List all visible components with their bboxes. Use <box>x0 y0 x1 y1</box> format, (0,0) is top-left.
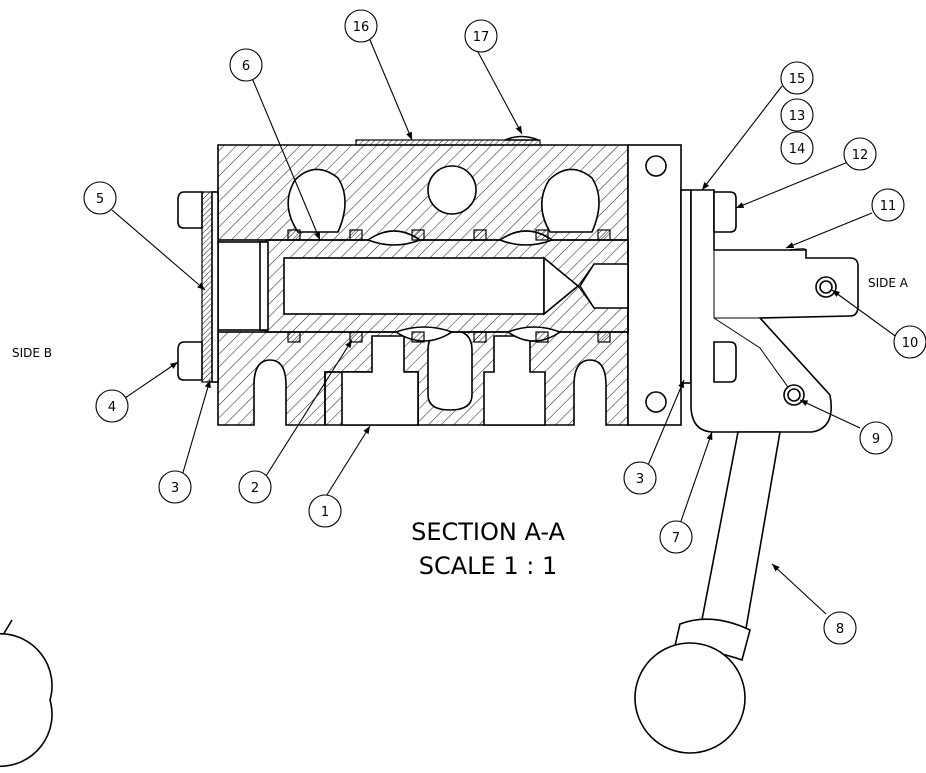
svg-text:12: 12 <box>852 148 869 163</box>
balloon-3-right: 3 <box>623 461 657 495</box>
o-rings <box>287 229 611 343</box>
balloon-4: 4 <box>95 389 129 423</box>
balloon-7: 7 <box>659 520 693 554</box>
balloon-8: 8 <box>823 611 857 645</box>
top-plate <box>355 139 541 146</box>
svg-text:8: 8 <box>836 622 844 637</box>
svg-text:5: 5 <box>96 192 104 207</box>
svg-text:4: 4 <box>108 400 116 415</box>
svg-text:13: 13 <box>789 109 806 124</box>
plate-hole-bottom <box>645 391 667 413</box>
svg-text:14: 14 <box>789 142 806 157</box>
svg-text:1: 1 <box>321 505 329 520</box>
side-b-cap <box>177 191 219 383</box>
balloon-12: 12 <box>843 137 877 171</box>
balloon-2: 2 <box>238 470 272 504</box>
balloon-10: 10 <box>893 325 926 359</box>
spool-detents <box>366 230 562 342</box>
ghost-handle <box>0 619 53 768</box>
balloon-13: 13 <box>780 98 814 132</box>
balloon-1: 1 <box>308 494 342 528</box>
svg-text:9: 9 <box>872 432 880 447</box>
balloon-16: 16 <box>344 9 378 43</box>
side-b-label: SIDE B <box>12 346 52 360</box>
svg-text:15: 15 <box>789 72 806 87</box>
lever-handle <box>634 431 781 754</box>
balloon-9: 9 <box>859 421 893 455</box>
balloon-15: 15 <box>780 61 814 95</box>
piston-left <box>217 241 267 331</box>
bottom-chambers <box>341 329 546 426</box>
balloon-17: 17 <box>464 19 498 53</box>
section-title: SECTION A-A <box>411 518 565 546</box>
top-chambers <box>287 165 600 233</box>
svg-text:17: 17 <box>473 30 490 45</box>
piston-step <box>259 241 269 331</box>
svg-text:10: 10 <box>902 336 919 351</box>
balloon-5: 5 <box>83 181 117 215</box>
svg-text:3: 3 <box>636 472 644 487</box>
spool <box>265 239 629 333</box>
section-scale: SCALE 1 : 1 <box>419 552 557 580</box>
balloon-3-left: 3 <box>158 470 192 504</box>
svg-text:7: 7 <box>672 531 680 546</box>
leader-lines <box>111 39 899 615</box>
svg-text:6: 6 <box>242 59 250 74</box>
svg-text:2: 2 <box>251 481 259 496</box>
side-a-bracket <box>680 189 859 433</box>
balloon-14: 14 <box>780 131 814 165</box>
svg-text:16: 16 <box>353 20 370 35</box>
svg-text:3: 3 <box>171 481 179 496</box>
side-a-label: SIDE A <box>868 276 909 290</box>
balloon-11: 11 <box>871 188 905 222</box>
end-plate-right <box>627 144 682 426</box>
svg-text:11: 11 <box>880 199 897 214</box>
plate-hole-top <box>645 155 667 177</box>
balloon-6: 6 <box>229 48 263 82</box>
top-screw <box>504 135 539 141</box>
